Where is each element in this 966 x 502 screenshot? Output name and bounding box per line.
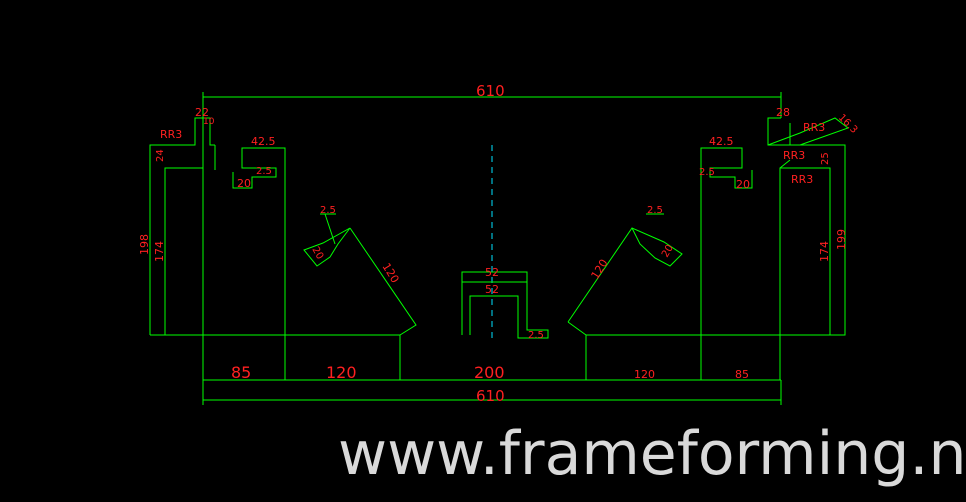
label-left-top-width: 22 xyxy=(195,106,209,119)
label-bottom-seg-2: 120 xyxy=(326,363,357,382)
label-left-lip: 24 xyxy=(155,149,166,162)
website-watermark: www.frameforming.nl xyxy=(338,419,966,489)
label-left-notch-depth: 20 xyxy=(237,177,251,190)
label-right-radius-low: RR3 xyxy=(791,173,813,186)
label-right-radius-mid: RR3 xyxy=(783,149,805,162)
label-right-notch-depth: 20 xyxy=(736,178,750,191)
bottom-dimensions xyxy=(202,379,782,405)
label-right-top-width: 28 xyxy=(776,106,790,119)
label-center-small: 2.5 xyxy=(528,330,544,341)
label-left-incline-length: 120 xyxy=(379,261,401,286)
label-right-height-inner: 174 xyxy=(818,241,831,262)
label-right-incline-length: 120 xyxy=(589,257,611,282)
label-right-angled: 16.3 xyxy=(836,112,860,136)
label-center-inner-width: 52 xyxy=(485,283,499,296)
label-left-top-small: 10 xyxy=(203,117,215,127)
label-bottom-seg-1: 85 xyxy=(231,363,251,382)
center-profile xyxy=(461,145,549,340)
label-bottom-seg-3: 200 xyxy=(474,363,505,382)
label-right-height-outer: 199 xyxy=(835,229,848,250)
top-overall-dimension xyxy=(202,92,782,150)
label-left-notch-width: 42.5 xyxy=(251,135,276,148)
label-right-notch-width: 42.5 xyxy=(709,135,734,148)
label-right-incline-tab: 20 xyxy=(660,243,676,260)
right-profile xyxy=(567,117,850,380)
label-left-incline-tab-small: 2.5 xyxy=(320,205,336,216)
label-right-lip: 25 xyxy=(820,152,831,165)
label-right-radius-top: RR3 xyxy=(803,121,825,134)
label-left-notch-small: 2.5 xyxy=(256,166,272,177)
label-bottom-seg-4: 120 xyxy=(634,368,655,381)
label-overall-top: 610 xyxy=(476,82,505,100)
label-overall-bottom: 610 xyxy=(476,387,505,405)
label-left-height-outer: 198 xyxy=(138,234,151,255)
label-right-notch-small: 2.5 xyxy=(699,167,715,178)
label-left-radius: RR3 xyxy=(160,128,182,141)
label-right-incline-tab-small: 2.5 xyxy=(647,205,663,216)
label-bottom-seg-5: 85 xyxy=(735,368,749,381)
left-profile xyxy=(149,117,417,380)
label-left-height-inner: 174 xyxy=(153,241,166,262)
label-center-top-width: 52 xyxy=(485,266,499,279)
